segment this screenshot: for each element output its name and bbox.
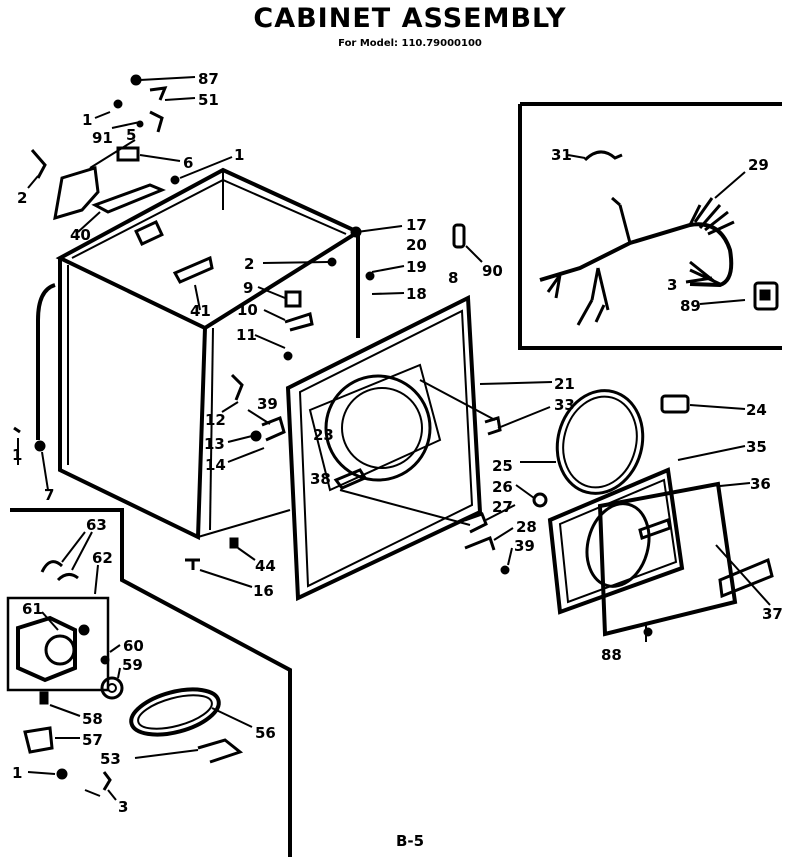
callout-1-left: 1 — [12, 446, 22, 464]
callout-63: 63 — [86, 516, 107, 534]
callout-17: 17 — [406, 216, 427, 234]
callout-8: 8 — [448, 269, 458, 287]
front-panel — [221, 294, 553, 602]
callout-6: 6 — [183, 154, 193, 172]
callout-28: 28 — [516, 518, 537, 536]
callout-7: 7 — [44, 486, 54, 504]
callout-16: 16 — [253, 582, 274, 600]
cabinet-body — [13, 167, 363, 588]
callout-91: 91 — [92, 129, 113, 147]
callout-38: 38 — [310, 470, 331, 488]
callout-3-bottom: 3 — [118, 798, 128, 816]
callout-41: 41 — [190, 302, 211, 320]
callout-11: 11 — [236, 326, 257, 344]
callout-27: 27 — [492, 498, 513, 516]
diagram-title: CABINET ASSEMBLY — [253, 3, 566, 34]
wiring-harness-inset — [518, 102, 782, 350]
callout-14: 14 — [205, 456, 226, 474]
callout-90: 90 — [482, 262, 503, 280]
callout-89: 89 — [680, 297, 701, 315]
callout-39-left: 39 — [257, 395, 278, 413]
callout-1-bottom: 1 — [12, 764, 22, 782]
callout-3: 3 — [667, 276, 677, 294]
callout-60: 60 — [123, 637, 144, 655]
callout-37: 37 — [762, 605, 783, 623]
callout-10: 10 — [237, 301, 258, 319]
callout-9: 9 — [243, 279, 253, 297]
callout-18: 18 — [406, 285, 427, 303]
callout-26: 26 — [492, 478, 513, 496]
callout-19: 19 — [406, 258, 427, 276]
callout-2-left: 2 — [17, 189, 27, 207]
callout-87: 87 — [198, 70, 219, 88]
callout-29: 29 — [748, 156, 769, 174]
callout-1-top: 1 — [82, 111, 92, 129]
callout-35: 35 — [746, 438, 767, 456]
callout-24: 24 — [746, 401, 767, 419]
callout-2-mid: 2 — [244, 255, 254, 273]
callout-20: 20 — [406, 236, 427, 254]
callout-57: 57 — [82, 731, 103, 749]
callout-23: 23 — [313, 426, 334, 444]
callout-21: 21 — [554, 375, 575, 393]
diagram-subtitle: For Model: 110.79000100 — [338, 38, 482, 49]
callout-59: 59 — [122, 656, 143, 674]
mid-parts — [254, 223, 483, 361]
callout-39-right: 39 — [514, 537, 535, 555]
callout-88: 88 — [601, 646, 622, 664]
callout-62: 62 — [92, 549, 113, 567]
callout-31: 31 — [551, 146, 572, 164]
callout-40: 40 — [70, 226, 91, 244]
motor-section — [6, 508, 292, 857]
callout-13: 13 — [204, 435, 225, 453]
top-bracket-parts — [27, 74, 233, 233]
callout-61: 61 — [22, 600, 43, 618]
page-reference: B-5 — [396, 832, 424, 850]
callout-51: 51 — [198, 91, 219, 109]
callout-25: 25 — [492, 457, 513, 475]
callout-5: 5 — [126, 126, 136, 144]
callout-36: 36 — [750, 475, 771, 493]
callout-44: 44 — [255, 557, 276, 575]
door-parts — [464, 389, 774, 642]
callout-53: 53 — [100, 750, 121, 768]
callout-58: 58 — [82, 710, 103, 728]
callout-56: 56 — [255, 724, 276, 742]
callout-1-upper: 1 — [234, 146, 244, 164]
callout-12: 12 — [205, 411, 226, 429]
